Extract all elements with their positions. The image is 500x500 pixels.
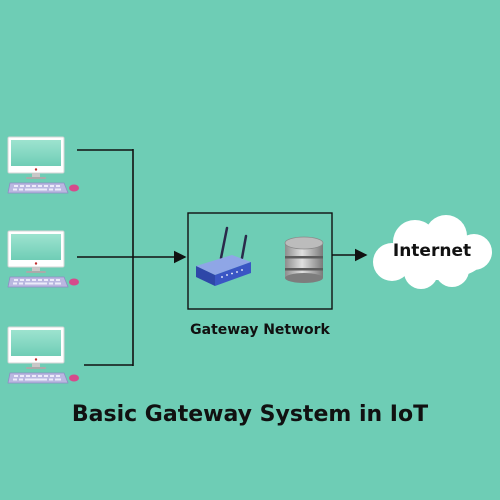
computer-icon	[7, 230, 80, 288]
computer-icon	[7, 326, 80, 384]
gateway-box	[187, 212, 333, 310]
gateway-network-label: Gateway Network	[190, 322, 330, 338]
router-icon	[196, 226, 251, 286]
connector-lines	[77, 149, 368, 366]
diagram-title: Basic Gateway System in IoT	[71, 402, 429, 427]
computer-icon	[7, 136, 80, 194]
internet-label: Internet	[392, 241, 472, 261]
cloud-icon	[373, 215, 492, 289]
database-icon	[284, 236, 324, 283]
